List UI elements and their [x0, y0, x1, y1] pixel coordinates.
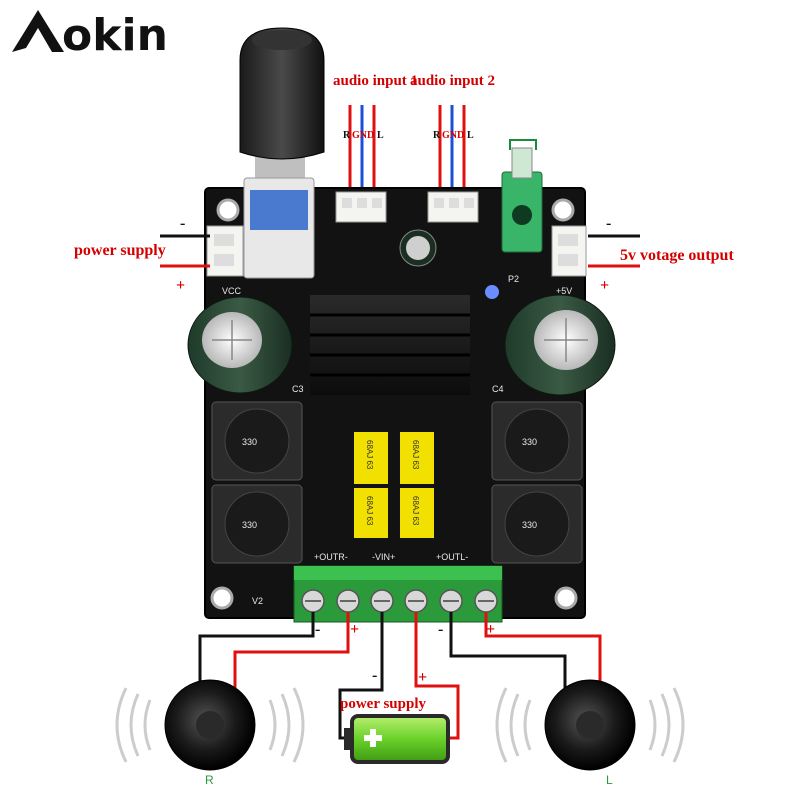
- speaker-right-label: R: [205, 773, 214, 787]
- output-wiring: [198, 612, 602, 740]
- logo-a-mark-icon: [12, 10, 64, 52]
- outr-minus: -: [315, 621, 320, 638]
- silk-version: V2: [252, 596, 263, 606]
- inductor-bottom-left: 330: [211, 484, 303, 564]
- amplifier-board: C3 C4 VCC +5V P2 330 330 330 330: [187, 27, 616, 623]
- svg-text:68AJ 63: 68AJ 63: [365, 496, 374, 526]
- audio-input-1-group: audio input 1 R GND L: [333, 73, 418, 195]
- output-5v-label: 5v votage output: [620, 247, 734, 264]
- capacitor-c3: [187, 296, 293, 394]
- svg-text:330: 330: [242, 437, 257, 447]
- audio1-pin-l: L: [377, 130, 384, 141]
- silk-c3: C3: [292, 384, 304, 394]
- speaker-left: L: [495, 679, 685, 787]
- power-supply-left-label: power supply: [74, 242, 166, 259]
- audio1-pin-gnd: GND: [352, 130, 374, 141]
- audio-input-2-connector[interactable]: [427, 191, 479, 223]
- svg-text:330: 330: [522, 437, 537, 447]
- audio2-pin-l: L: [467, 130, 474, 141]
- knob-cap: [239, 27, 325, 160]
- mounting-holes: [210, 198, 578, 610]
- power-input-minus: -: [180, 215, 185, 232]
- inductor-bottom-right: 330: [491, 484, 583, 564]
- outl-plus: +: [486, 621, 495, 638]
- power-supply-input-annotation: - power supply +: [74, 215, 210, 294]
- audio2-pin-gnd: GND: [442, 130, 464, 141]
- speaker-right: R: [115, 679, 305, 787]
- vin-minus: -: [372, 667, 377, 684]
- sound-waves-icon: [115, 687, 305, 763]
- output-5v-plus: +: [600, 277, 609, 294]
- audio-input-2-label: audio input 2: [410, 73, 495, 89]
- silk-vcc: VCC: [222, 286, 242, 296]
- svg-text:330: 330: [242, 520, 257, 530]
- audio2-pin-r: R: [433, 130, 441, 141]
- output-5v-minus: -: [606, 215, 611, 232]
- svg-text:330: 330: [522, 520, 537, 530]
- outl-minus: -: [438, 621, 443, 638]
- power-supply-bottom-label: power supply: [340, 696, 427, 712]
- vin-plus: +: [418, 669, 427, 686]
- film-capacitors: 68AJ 63 68AJ 63 68AJ 63 68AJ 63: [354, 432, 434, 538]
- audio-input-1-label: audio input 1: [333, 73, 418, 89]
- audio-input-2-group: audio input 2 R GND L: [410, 73, 495, 195]
- screw-terminal-block[interactable]: [293, 565, 503, 623]
- output-5v-connector[interactable]: [551, 225, 587, 277]
- brand-name: okin: [62, 10, 168, 61]
- audio-input-1-connector[interactable]: [335, 191, 387, 223]
- svg-text:68AJ 63: 68AJ 63: [411, 496, 420, 526]
- inductor-top-left: 330: [211, 401, 303, 481]
- volume-knob[interactable]: [239, 27, 325, 279]
- heatsink: [310, 295, 470, 395]
- brand-logo: okin: [12, 10, 168, 61]
- output-5v-annotation: - 5v votage output +: [588, 215, 734, 294]
- power-input-plus: +: [176, 277, 185, 294]
- audio1-pin-r: R: [343, 130, 351, 141]
- audio-jack[interactable]: [501, 139, 543, 253]
- svg-text:68AJ 63: 68AJ 63: [411, 440, 420, 470]
- capacitor-c4: [504, 294, 616, 396]
- power-input-connector[interactable]: [206, 225, 244, 277]
- battery-icon: [344, 714, 450, 764]
- silk-outl: +OUTL-: [436, 552, 468, 562]
- silk-outr: +OUTR-: [314, 552, 348, 562]
- speaker-left-label: L: [606, 773, 613, 787]
- power-led: [485, 285, 499, 299]
- silk-vin: -VIN+: [372, 552, 395, 562]
- silk-p2: P2: [508, 274, 519, 284]
- outr-plus: +: [350, 621, 359, 638]
- silk-5v: +5V: [556, 286, 572, 296]
- inductor-top-right: 330: [491, 401, 583, 481]
- svg-text:68AJ 63: 68AJ 63: [365, 440, 374, 470]
- sound-waves-icon: [495, 687, 685, 763]
- silk-c4: C4: [492, 384, 504, 394]
